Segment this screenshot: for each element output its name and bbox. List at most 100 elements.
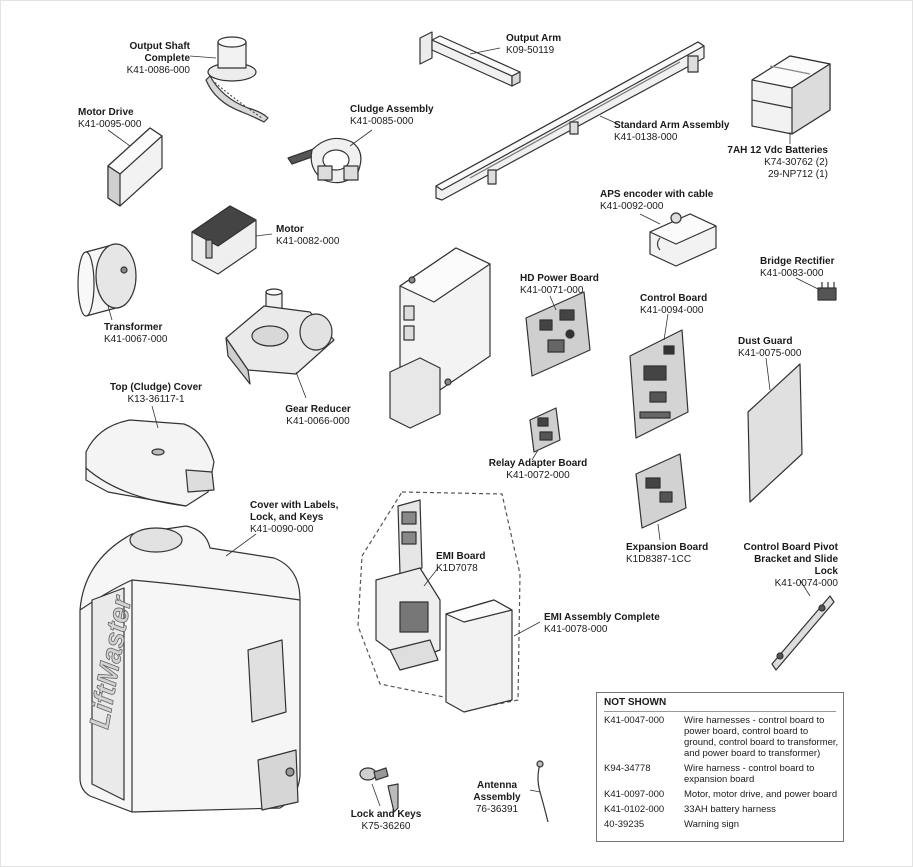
part-number: K41-0082-000 xyxy=(276,236,340,247)
part-title: EMI Board xyxy=(436,551,486,562)
label-relay-adapter: Relay Adapter Board K41-0072-000 xyxy=(488,458,588,482)
part-number: K41-0047-000 xyxy=(604,715,665,726)
table-row: K41-0102-000 33AH battery harness xyxy=(597,803,843,818)
table-row: 40-39235 Warning sign xyxy=(597,818,843,833)
motor-drawing xyxy=(191,205,257,275)
part-description: Wire harness - control board to expansio… xyxy=(684,763,815,785)
label-expansion-board: Expansion Board K1D8387-1CC xyxy=(626,542,716,566)
part-number: K1D7078 xyxy=(436,563,478,574)
part-number: K41-0066-000 xyxy=(286,416,350,427)
part-number: K41-0094-000 xyxy=(640,305,704,316)
part-title-line2: Bracket and Slide Lock xyxy=(754,554,838,577)
expansion-board-drawing xyxy=(635,453,687,529)
part-number: K41-0097-000 xyxy=(604,789,665,800)
output-arm-drawing xyxy=(419,31,521,87)
label-pivot-bracket: Control Board Pivot Bracket and Slide Lo… xyxy=(728,542,838,590)
part-title: Standard Arm Assembly xyxy=(614,120,730,131)
not-shown-header: NOT SHOWN xyxy=(604,697,667,708)
table-row: K94-34778 Wire harness - control board t… xyxy=(597,762,843,788)
part-title: 7AH 12 Vdc Batteries xyxy=(727,145,828,156)
part-description: Motor, motor drive, and power board xyxy=(684,789,838,800)
label-antenna: Antenna Assembly 76-36391 xyxy=(470,780,524,816)
main-cover-drawing: LiftMaster xyxy=(79,525,301,813)
part-number: K09-50119 xyxy=(506,45,555,56)
part-number: K41-0078-000 xyxy=(544,624,608,635)
emi-board-drawing xyxy=(375,499,441,671)
label-aps-encoder: APS encoder with cable K41-0092-000 xyxy=(600,189,730,213)
part-title: Control Board xyxy=(640,293,708,304)
part-title: EMI Assembly Complete xyxy=(544,612,660,623)
label-standard-arm: Standard Arm Assembly K41-0138-000 xyxy=(614,120,734,144)
part-number: K41-0090-000 xyxy=(250,524,314,535)
label-motor: Motor K41-0082-000 xyxy=(276,224,366,248)
relay-adapter-drawing xyxy=(529,407,561,453)
part-title: Antenna xyxy=(477,780,517,791)
part-number: K41-0092-000 xyxy=(600,201,664,212)
part-number: 76-36391 xyxy=(475,804,519,815)
part-title: Output Arm xyxy=(506,33,562,44)
pivot-bracket-drawing xyxy=(771,595,835,671)
batteries-drawing xyxy=(751,55,831,135)
part-title: Control Board Pivot xyxy=(743,542,838,553)
label-gear-reducer: Gear Reducer K41-0066-000 xyxy=(276,404,360,428)
label-control-board: Control Board K41-0094-000 xyxy=(640,293,730,317)
part-title: Gear Reducer xyxy=(285,404,351,415)
part-title: Lock and Keys xyxy=(350,809,422,820)
part-number: 40-39235 xyxy=(604,819,645,830)
part-title: Expansion Board xyxy=(626,542,709,553)
part-title-line2: Lock, and Keys xyxy=(250,512,324,523)
part-title: Cludge Assembly xyxy=(350,104,434,115)
part-number: K74-30762 (2) xyxy=(764,157,828,168)
mounting-chassis-drawing xyxy=(389,247,491,429)
part-number: K41-0071-000 xyxy=(520,285,584,296)
output-shaft-drawing xyxy=(205,36,269,123)
label-top-cover: Top (Cludge) Cover K13-36117-1 xyxy=(106,382,206,406)
bridge-rectifier-drawing xyxy=(817,282,837,301)
emi-box-drawing xyxy=(445,599,513,713)
label-output-arm: Output Arm K09-50119 xyxy=(506,33,596,57)
part-number: K41-0086-000 xyxy=(126,65,190,76)
control-board-drawing xyxy=(629,329,689,439)
table-row: K41-0047-000 Wire harnesses - control bo… xyxy=(597,714,843,762)
part-description: Warning sign xyxy=(684,819,740,830)
part-title: APS encoder with cable xyxy=(600,189,714,200)
label-motor-drive: Motor Drive K41-0095-000 xyxy=(78,107,168,131)
dust-guard-drawing xyxy=(747,363,803,503)
part-number: K41-0072-000 xyxy=(506,470,570,481)
standard-arm-drawing xyxy=(435,41,705,201)
label-output-shaft: Output Shaft Complete K41-0086-000 xyxy=(86,41,190,77)
aps-encoder-drawing xyxy=(649,212,717,267)
top-cover-drawing xyxy=(85,419,215,507)
part-title-line2: Assembly xyxy=(473,792,521,803)
part-number: K41-0067-000 xyxy=(104,334,168,345)
part-title: Top (Cludge) Cover xyxy=(109,382,203,393)
not-shown-divider xyxy=(604,711,836,712)
part-number: K94-34778 xyxy=(604,763,651,774)
lock-keys-drawing xyxy=(359,767,399,813)
part-title: Relay Adapter Board xyxy=(488,458,588,469)
part-number: K75-36260 xyxy=(361,821,411,832)
cludge-assembly-drawing xyxy=(287,137,362,184)
part-number: K41-0102-000 xyxy=(604,804,665,815)
label-transformer: Transformer K41-0067-000 xyxy=(104,322,194,346)
leader-lines xyxy=(107,47,821,807)
part-title: Transformer xyxy=(104,322,163,333)
part-title: Output Shaft Complete xyxy=(129,41,190,64)
part-title: HD Power Board xyxy=(520,273,599,284)
label-cover-labels: Cover with Labels, Lock, and Keys K41-00… xyxy=(250,500,350,536)
part-title: Cover with Labels, xyxy=(250,500,339,511)
part-title: Dust Guard xyxy=(738,336,793,347)
part-number: K41-0095-000 xyxy=(78,119,142,130)
label-hd-power-board: HD Power Board K41-0071-000 xyxy=(520,273,620,297)
part-title: Bridge Rectifier xyxy=(760,256,835,267)
label-dust-guard: Dust Guard K41-0075-000 xyxy=(738,336,828,360)
transformer-drawing xyxy=(77,243,137,317)
part-description: Wire harnesses - control board to power … xyxy=(684,715,839,759)
motor-drive-drawing xyxy=(107,127,163,207)
label-lock-keys: Lock and Keys K75-36260 xyxy=(344,809,428,833)
label-emi-board: EMI Board K1D7078 xyxy=(436,551,506,575)
part-description: 33AH battery harness xyxy=(684,804,776,815)
label-cludge-assembly: Cludge Assembly K41-0085-000 xyxy=(350,104,460,128)
part-number: K41-0138-000 xyxy=(614,132,678,143)
